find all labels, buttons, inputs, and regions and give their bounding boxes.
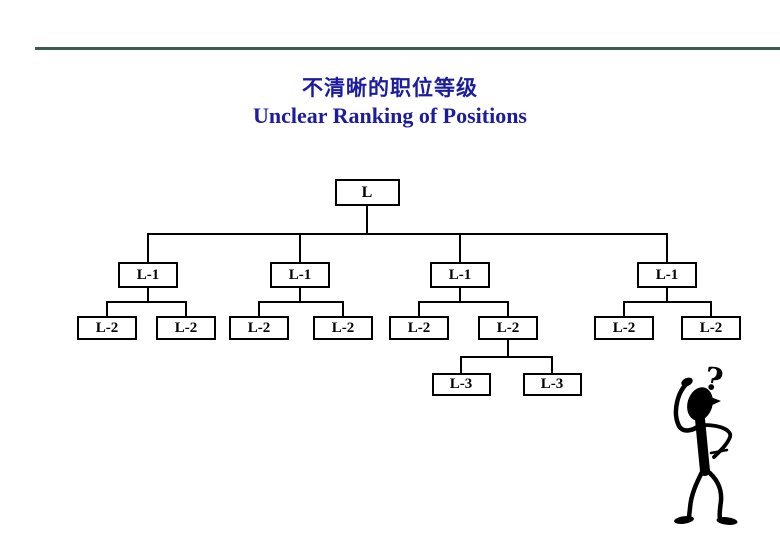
connector-line	[299, 288, 301, 303]
connector-line	[366, 206, 368, 235]
org-node-L1d: L-1	[637, 262, 697, 288]
figure-nose	[708, 396, 721, 407]
connector-line	[666, 288, 668, 303]
org-node-L2c: L-2	[229, 316, 289, 340]
figure-head	[687, 387, 713, 421]
figure-waist-line	[709, 448, 729, 455]
connector-line	[460, 356, 462, 373]
connector-line	[507, 301, 509, 316]
connector-line	[342, 301, 344, 316]
org-node-L2e: L-2	[389, 316, 449, 340]
title-block: 不清晰的职位等级 Unclear Ranking of Positions	[0, 75, 780, 130]
org-node-L2a: L-2	[77, 316, 137, 340]
org-node-L1c: L-1	[430, 262, 490, 288]
connector-line	[459, 233, 461, 262]
connector-line	[418, 301, 509, 303]
figure-right-leg	[703, 467, 724, 522]
connector-line	[418, 301, 420, 316]
connector-line	[106, 301, 187, 303]
connector-line	[507, 340, 509, 358]
figure-left-leg	[686, 467, 706, 521]
org-node-L: L	[334, 179, 400, 206]
connector-line	[258, 301, 260, 316]
connector-line	[147, 233, 668, 235]
connector-line	[551, 356, 553, 373]
org-node-L3b: L-3	[522, 373, 582, 396]
connector-line	[185, 301, 187, 316]
figure-raised-arm	[673, 379, 703, 433]
connector-line	[710, 301, 712, 316]
org-node-L2b: L-2	[156, 316, 216, 340]
confused-person-illustration: ?	[673, 360, 738, 525]
org-node-L3a: L-3	[431, 373, 491, 396]
org-node-L1b: L-1	[270, 262, 330, 288]
figure-body	[695, 414, 710, 476]
connector-line	[147, 233, 149, 262]
slide-title-english: Unclear Ranking of Positions	[252, 103, 527, 129]
slide-title-chinese: 不清晰的职位等级	[302, 76, 478, 100]
figure-hand	[681, 377, 693, 387]
connector-line	[299, 233, 301, 262]
header-rule	[35, 47, 780, 50]
connector-line	[666, 233, 668, 262]
org-node-L2g: L-2	[594, 316, 654, 340]
org-node-L2d: L-2	[313, 316, 373, 340]
connector-line	[258, 301, 344, 303]
connector-line	[460, 356, 553, 358]
connector-line	[147, 288, 149, 303]
connector-line	[623, 301, 625, 316]
figure-left-foot	[674, 515, 694, 525]
figure-right-foot	[716, 517, 738, 525]
org-node-L2f: L-2	[478, 316, 538, 340]
org-node-L2h: L-2	[681, 316, 741, 340]
org-node-L1a: L-1	[118, 262, 178, 288]
connector-line	[623, 301, 712, 303]
connector-line	[459, 288, 461, 303]
connector-line	[106, 301, 108, 316]
